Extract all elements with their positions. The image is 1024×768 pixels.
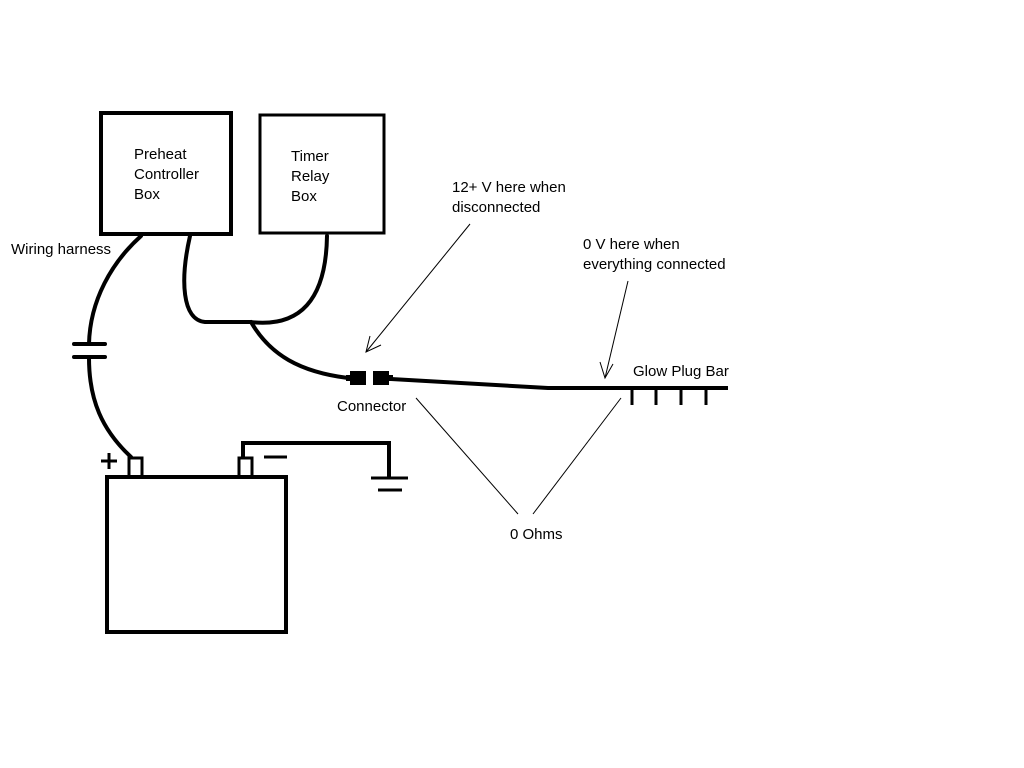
box-to-connector-wires [182, 234, 350, 380]
preheat-box-label-line-2: Controller [134, 166, 199, 183]
preheat-box-label-line-1: Preheat [134, 146, 187, 163]
glow-plug-bar [548, 386, 728, 405]
voltage-disconnected-arrow [365, 223, 471, 353]
zero-ohms-lines [415, 397, 622, 515]
voltage-disconnected-label-line-2: disconnected [452, 199, 540, 216]
wiring-harness-label: Wiring harness [11, 241, 111, 258]
voltage-connected-arrow [599, 280, 629, 380]
voltage-connected-label-line-2: everything connected [583, 256, 726, 273]
timer-box-label-line-2: Relay [291, 168, 330, 185]
voltage-disconnected-label-line-1: 12+ V here when [452, 179, 566, 196]
connector [346, 371, 393, 385]
glow-plug-lead-wire [389, 377, 550, 390]
battery-positive-terminal-symbol [101, 453, 117, 469]
wiring-harness-wire [72, 234, 143, 459]
timer-relay-box: Timer Relay Box [258, 113, 386, 235]
preheat-controller-box: Preheat Controller Box [99, 111, 233, 236]
ground-wire [241, 441, 408, 492]
timer-box-label-line-3: Box [291, 188, 317, 205]
preheat-box-label-line-3: Box [134, 186, 160, 203]
battery [105, 456, 288, 634]
voltage-connected-label-line-1: 0 V here when [583, 236, 680, 253]
glow-plug-bar-label: Glow Plug Bar [633, 363, 729, 380]
connector-label: Connector [337, 398, 406, 415]
timer-box-label-line-1: Timer [291, 148, 329, 165]
zero-ohms-label: 0 Ohms [510, 526, 563, 543]
